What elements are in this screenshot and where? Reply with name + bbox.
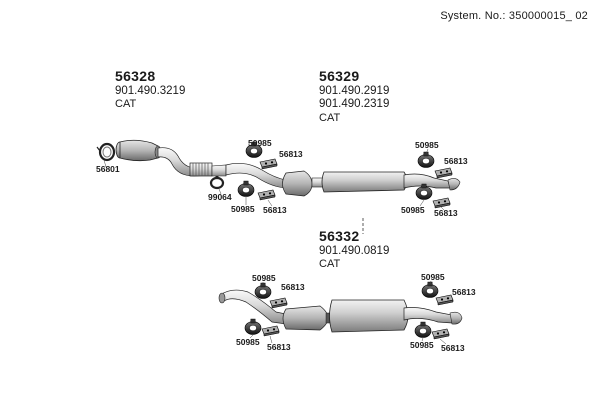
oem-reference: 901.490.2319 — [319, 98, 390, 111]
rear-section-assembly-56332 — [218, 281, 463, 340]
assembly-number: 56329 — [319, 68, 360, 84]
bracket-56813-icon — [435, 294, 454, 306]
bracket-56813-icon — [261, 325, 280, 337]
part-label-56813: 56813 — [434, 208, 458, 218]
front-pipe-assembly-56328 — [96, 139, 276, 201]
bracket-56813-icon — [257, 189, 276, 201]
part-label-50985: 50985 — [421, 272, 445, 282]
assembly-number: 56328 — [115, 68, 156, 84]
part-label-50985: 50985 — [248, 138, 272, 148]
assembly-type: CAT — [115, 98, 137, 111]
oem-reference: 901.490.0819 — [319, 244, 390, 257]
oem-reference: 901.490.3219 — [115, 84, 186, 97]
bracket-56813-icon — [432, 197, 451, 209]
bracket-56813-icon — [269, 297, 288, 309]
part-label-99064: 99064 — [208, 192, 232, 202]
assembly-type: CAT — [319, 111, 341, 124]
silencer-56332 — [329, 299, 409, 333]
part-label-56813: 56813 — [452, 287, 476, 297]
resonator-56329 — [282, 170, 313, 197]
part-label-50985: 50985 — [410, 340, 434, 350]
oem-reference: 901.490.2919 — [319, 84, 390, 97]
system-number: System. No.: 350000015_ 02 — [440, 10, 588, 22]
hanger-50985-icon — [417, 151, 435, 168]
hanger-50985-icon — [414, 321, 432, 338]
assembly-block-56329: 56329 901.490.2919 901.490.2319 CAT — [319, 68, 389, 125]
hanger-50985-icon — [254, 282, 272, 299]
assembly-number: 56332 — [319, 228, 360, 244]
clamp-99064-icon — [209, 176, 225, 190]
resonator-56332 — [282, 305, 329, 331]
mid-section-assembly-56329 — [225, 141, 461, 209]
part-label-56813: 56813 — [281, 282, 305, 292]
clamp-56801-icon — [96, 142, 116, 162]
part-label-50985: 50985 — [231, 204, 255, 214]
hanger-50985-icon — [237, 180, 255, 197]
hanger-50985-icon — [421, 281, 439, 298]
assembly-type: CAT — [319, 258, 341, 271]
bracket-56813-icon — [431, 328, 450, 340]
bracket-56813-icon — [259, 158, 278, 170]
part-label-56813: 56813 — [279, 149, 303, 159]
bracket-56813-icon — [434, 167, 453, 179]
part-label-56813: 56813 — [263, 205, 287, 215]
assembly-block-56328: 56328 901.490.3219 CAT — [115, 68, 185, 111]
leader-lines — [103, 141, 447, 345]
part-label-50985: 50985 — [401, 205, 425, 215]
catalytic-converter-56328 — [119, 139, 159, 162]
silencer-56329 — [321, 171, 408, 193]
part-label-50985: 50985 — [415, 140, 439, 150]
part-label-56801: 56801 — [96, 164, 120, 174]
part-label-56813: 56813 — [267, 342, 291, 352]
part-label-56813: 56813 — [444, 156, 468, 166]
part-label-50985: 50985 — [252, 273, 276, 283]
part-label-56813: 56813 — [441, 343, 465, 353]
part-label-50985: 50985 — [236, 337, 260, 347]
assembly-block-56332: 56332 901.490.0819 CAT — [319, 228, 389, 271]
hanger-50985-icon — [244, 318, 262, 335]
